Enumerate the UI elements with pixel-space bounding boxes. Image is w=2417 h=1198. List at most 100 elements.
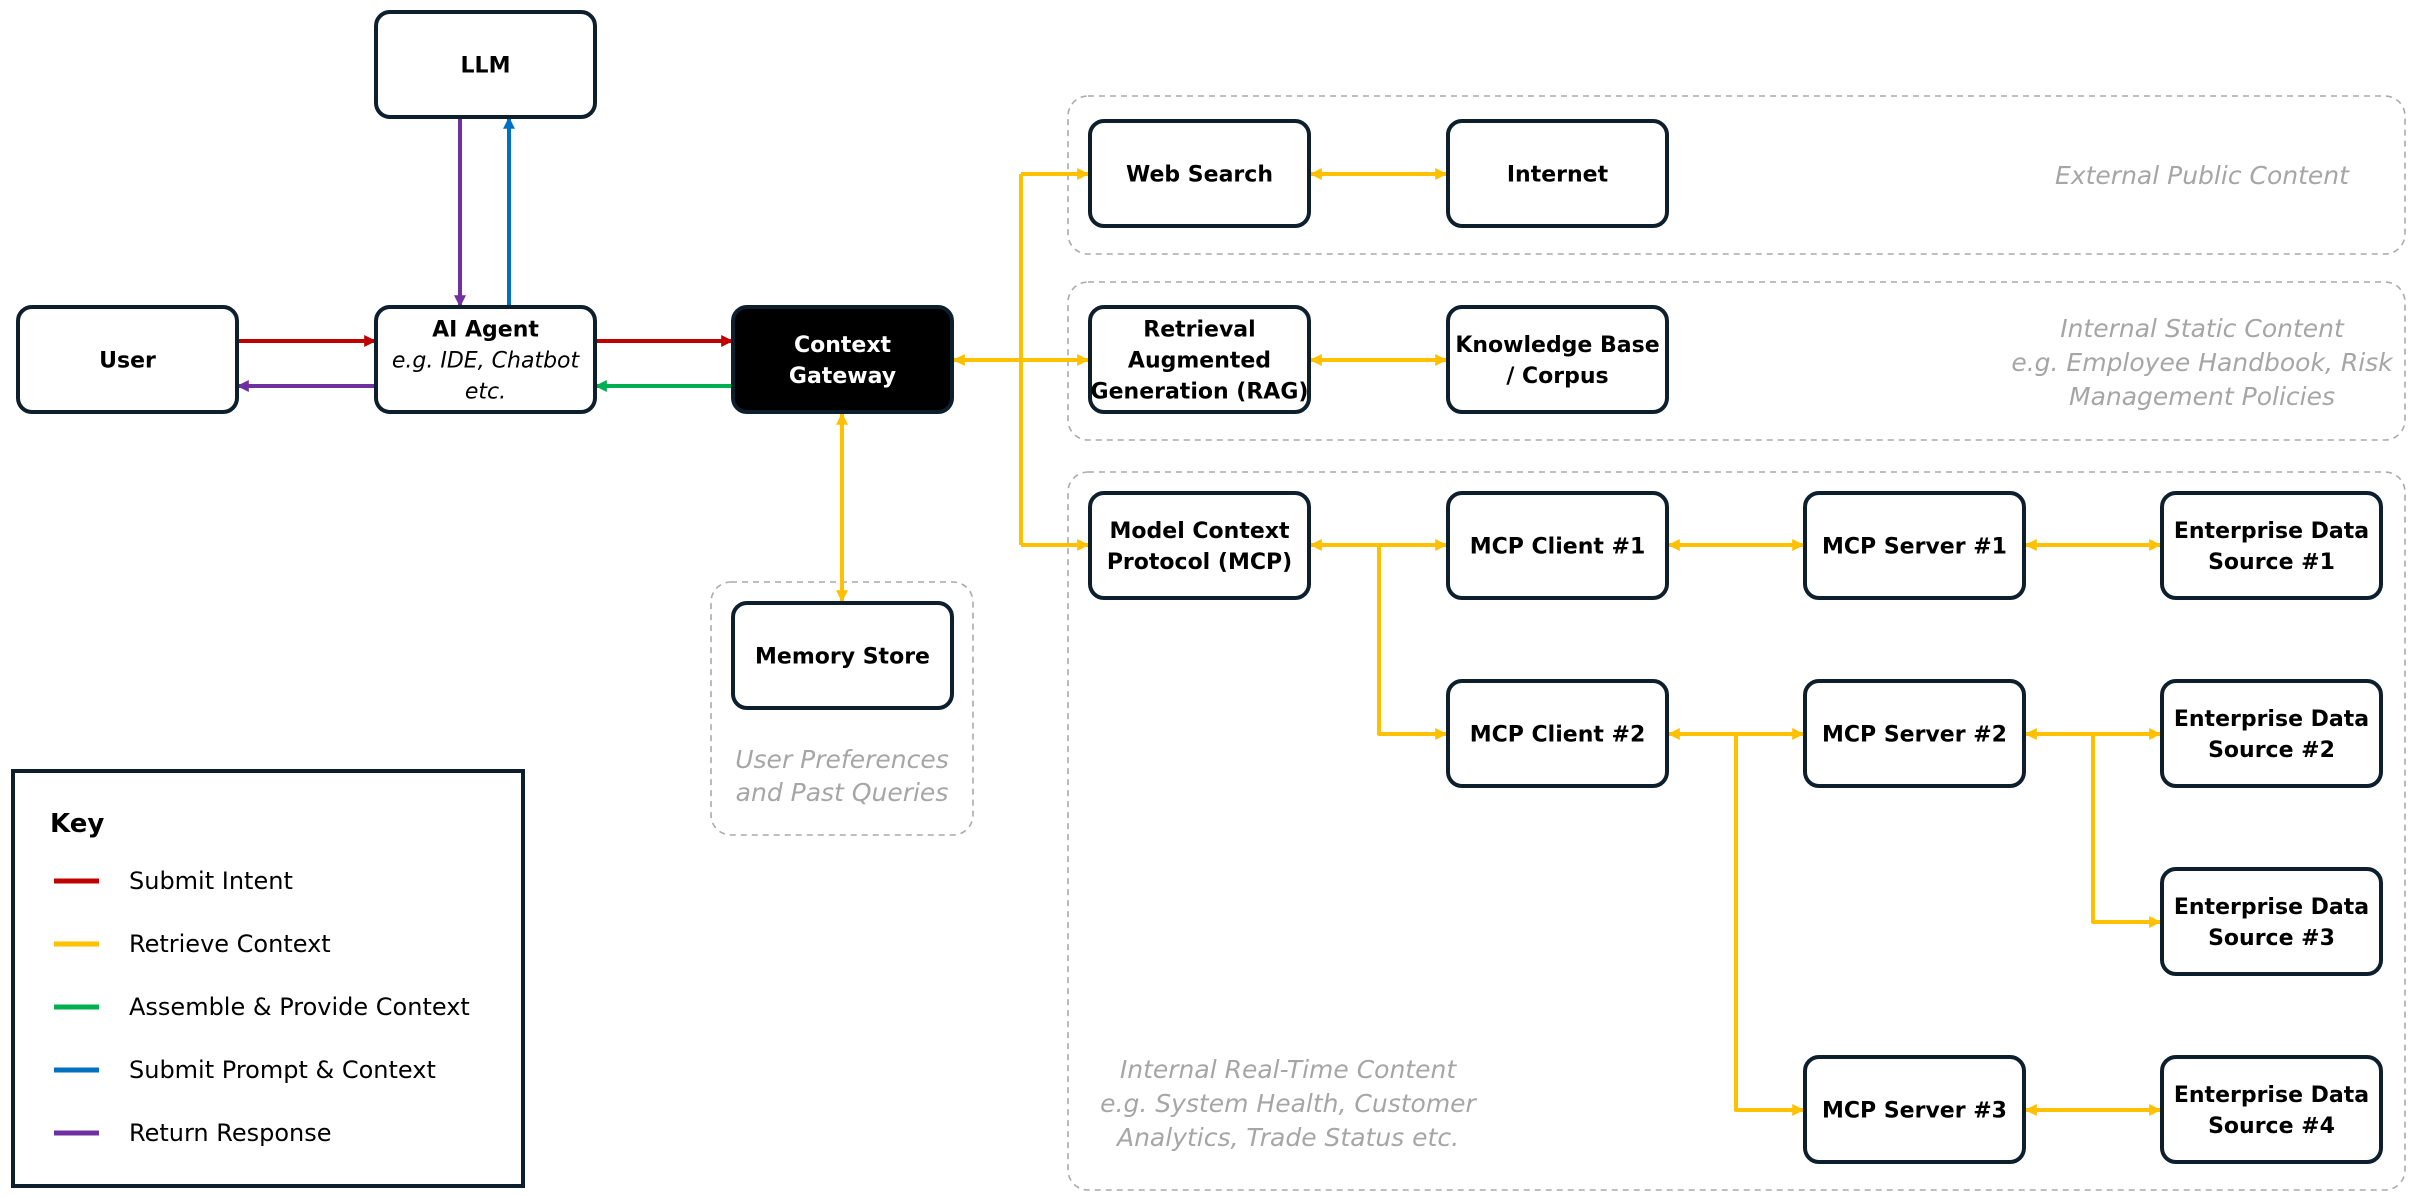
node-label: Source #1 [2208,550,2335,575]
node-label: Enterprise Data [2174,519,2369,544]
node-box [374,305,597,414]
node-label: MCP Server #3 [1822,1099,2007,1124]
edge-client2-server3 [1734,734,1805,1116]
node-box [1803,1055,2026,1164]
node-web-search: Web Search [1088,119,1311,228]
node-label: Enterprise Data [2174,1083,2369,1108]
legend-item: Submit Intent [54,867,293,895]
node-label: Retrieval [1143,318,1255,343]
node-internet: Internet [1446,119,1669,228]
caption-line: e.g. Employee Handbook, Risk [2011,348,2394,377]
node-box [1803,679,2026,788]
node-label: / Corpus [1506,364,1608,389]
edge-mcp-client2 [1377,545,1448,740]
caption-line: User Preferences [735,745,949,774]
node-label: Internet [1507,163,1609,188]
node-ai-agent: AI Agent e.g. IDE, Chatbot etc. [374,305,597,414]
node-box [2160,491,2383,600]
node-server3: MCP Server #3 [1803,1055,2026,1164]
node-box [2160,1055,2383,1164]
node-label: etc. [465,380,506,405]
node-label: MCP Client #1 [1470,535,1646,560]
node-user: User [16,305,239,414]
caption-internal-static: Internal Static Content e.g. Employee Han… [2011,314,2394,411]
node-box [1088,119,1311,228]
node-label: AI Agent [432,318,539,343]
node-box [1803,491,2026,600]
group-containers [710,95,2406,1191]
caption-line: Internal Real-Time Content [1120,1055,1457,1084]
node-label: Generation (RAG) [1091,380,1309,405]
node-label: e.g. IDE, Chatbot [392,349,581,374]
caption-realtime: Internal Real-Time Content e.g. System He… [1100,1055,1477,1152]
node-box [731,305,954,414]
node-client2: MCP Client #2 [1446,679,1669,788]
node-label: Gateway [789,364,896,389]
node-label: Knowledge Base [1455,333,1659,358]
node-box [16,305,239,414]
caption-line: Analytics, Trade Status etc. [1115,1123,1459,1152]
legend-label: Submit Intent [129,867,293,895]
legend-label: Return Response [129,1119,332,1147]
caption-line: e.g. System Health, Customer [1100,1089,1477,1118]
node-box [1446,119,1669,228]
legend-item: Retrieve Context [54,930,331,958]
node-label: Web Search [1126,163,1273,188]
node-server1: MCP Server #1 [1803,491,2026,600]
node-box [2160,867,2383,976]
legend-label: Retrieve Context [129,930,331,958]
node-label: Source #3 [2208,926,2335,951]
edge-server2-eds3 [2091,734,2162,928]
node-label: MCP Server #1 [1822,535,2007,560]
legend-item: Assemble & Provide Context [54,993,470,1021]
nodes: LLM User AI Agent e.g. IDE, Chatbot etc. Cont… [16,10,2383,1164]
node-box [374,10,597,119]
caption-line: Internal Static Content [2060,314,2345,343]
node-box [1446,679,1669,788]
legend-label: Submit Prompt & Context [129,1056,436,1084]
node-label: Enterprise Data [2174,895,2369,920]
node-memory: Memory Store [731,601,954,710]
node-label: Enterprise Data [2174,707,2369,732]
node-label: Protocol (MCP) [1107,550,1292,575]
legend-title: Key [50,809,104,839]
node-label: Source #4 [2208,1114,2335,1139]
node-box [2160,679,2383,788]
caption-external: External Public Content [2055,161,2350,190]
legend-item: Return Response [54,1119,332,1147]
node-label: Augmented [1128,349,1271,374]
node-label: MCP Client #2 [1470,723,1646,748]
caption-memory-note: User Preferences and Past Queries [735,745,949,807]
node-box [1088,491,1311,600]
group-realtime [1067,471,2406,1191]
node-label: Source #2 [2208,738,2335,763]
node-kb: Knowledge Base / Corpus [1446,305,1669,414]
node-server2: MCP Server #2 [1803,679,2026,788]
node-label: User [99,349,156,374]
node-client1: MCP Client #1 [1446,491,1669,600]
connectors [236,116,2162,1116]
caption-line: External Public Content [2055,161,2350,190]
node-box [1088,305,1311,414]
caption-line: and Past Queries [736,778,949,807]
node-llm: LLM [374,10,597,119]
legend-box [11,769,525,1188]
caption-line: Management Policies [2069,382,2335,411]
node-label: LLM [461,54,511,79]
node-box [1446,491,1669,600]
legend-item: Submit Prompt & Context [54,1056,436,1084]
node-label: Memory Store [755,645,930,670]
node-label: MCP Server #2 [1822,723,2007,748]
node-label: Model Context [1110,519,1290,544]
node-box [1446,305,1669,414]
node-label: Context [794,333,892,358]
